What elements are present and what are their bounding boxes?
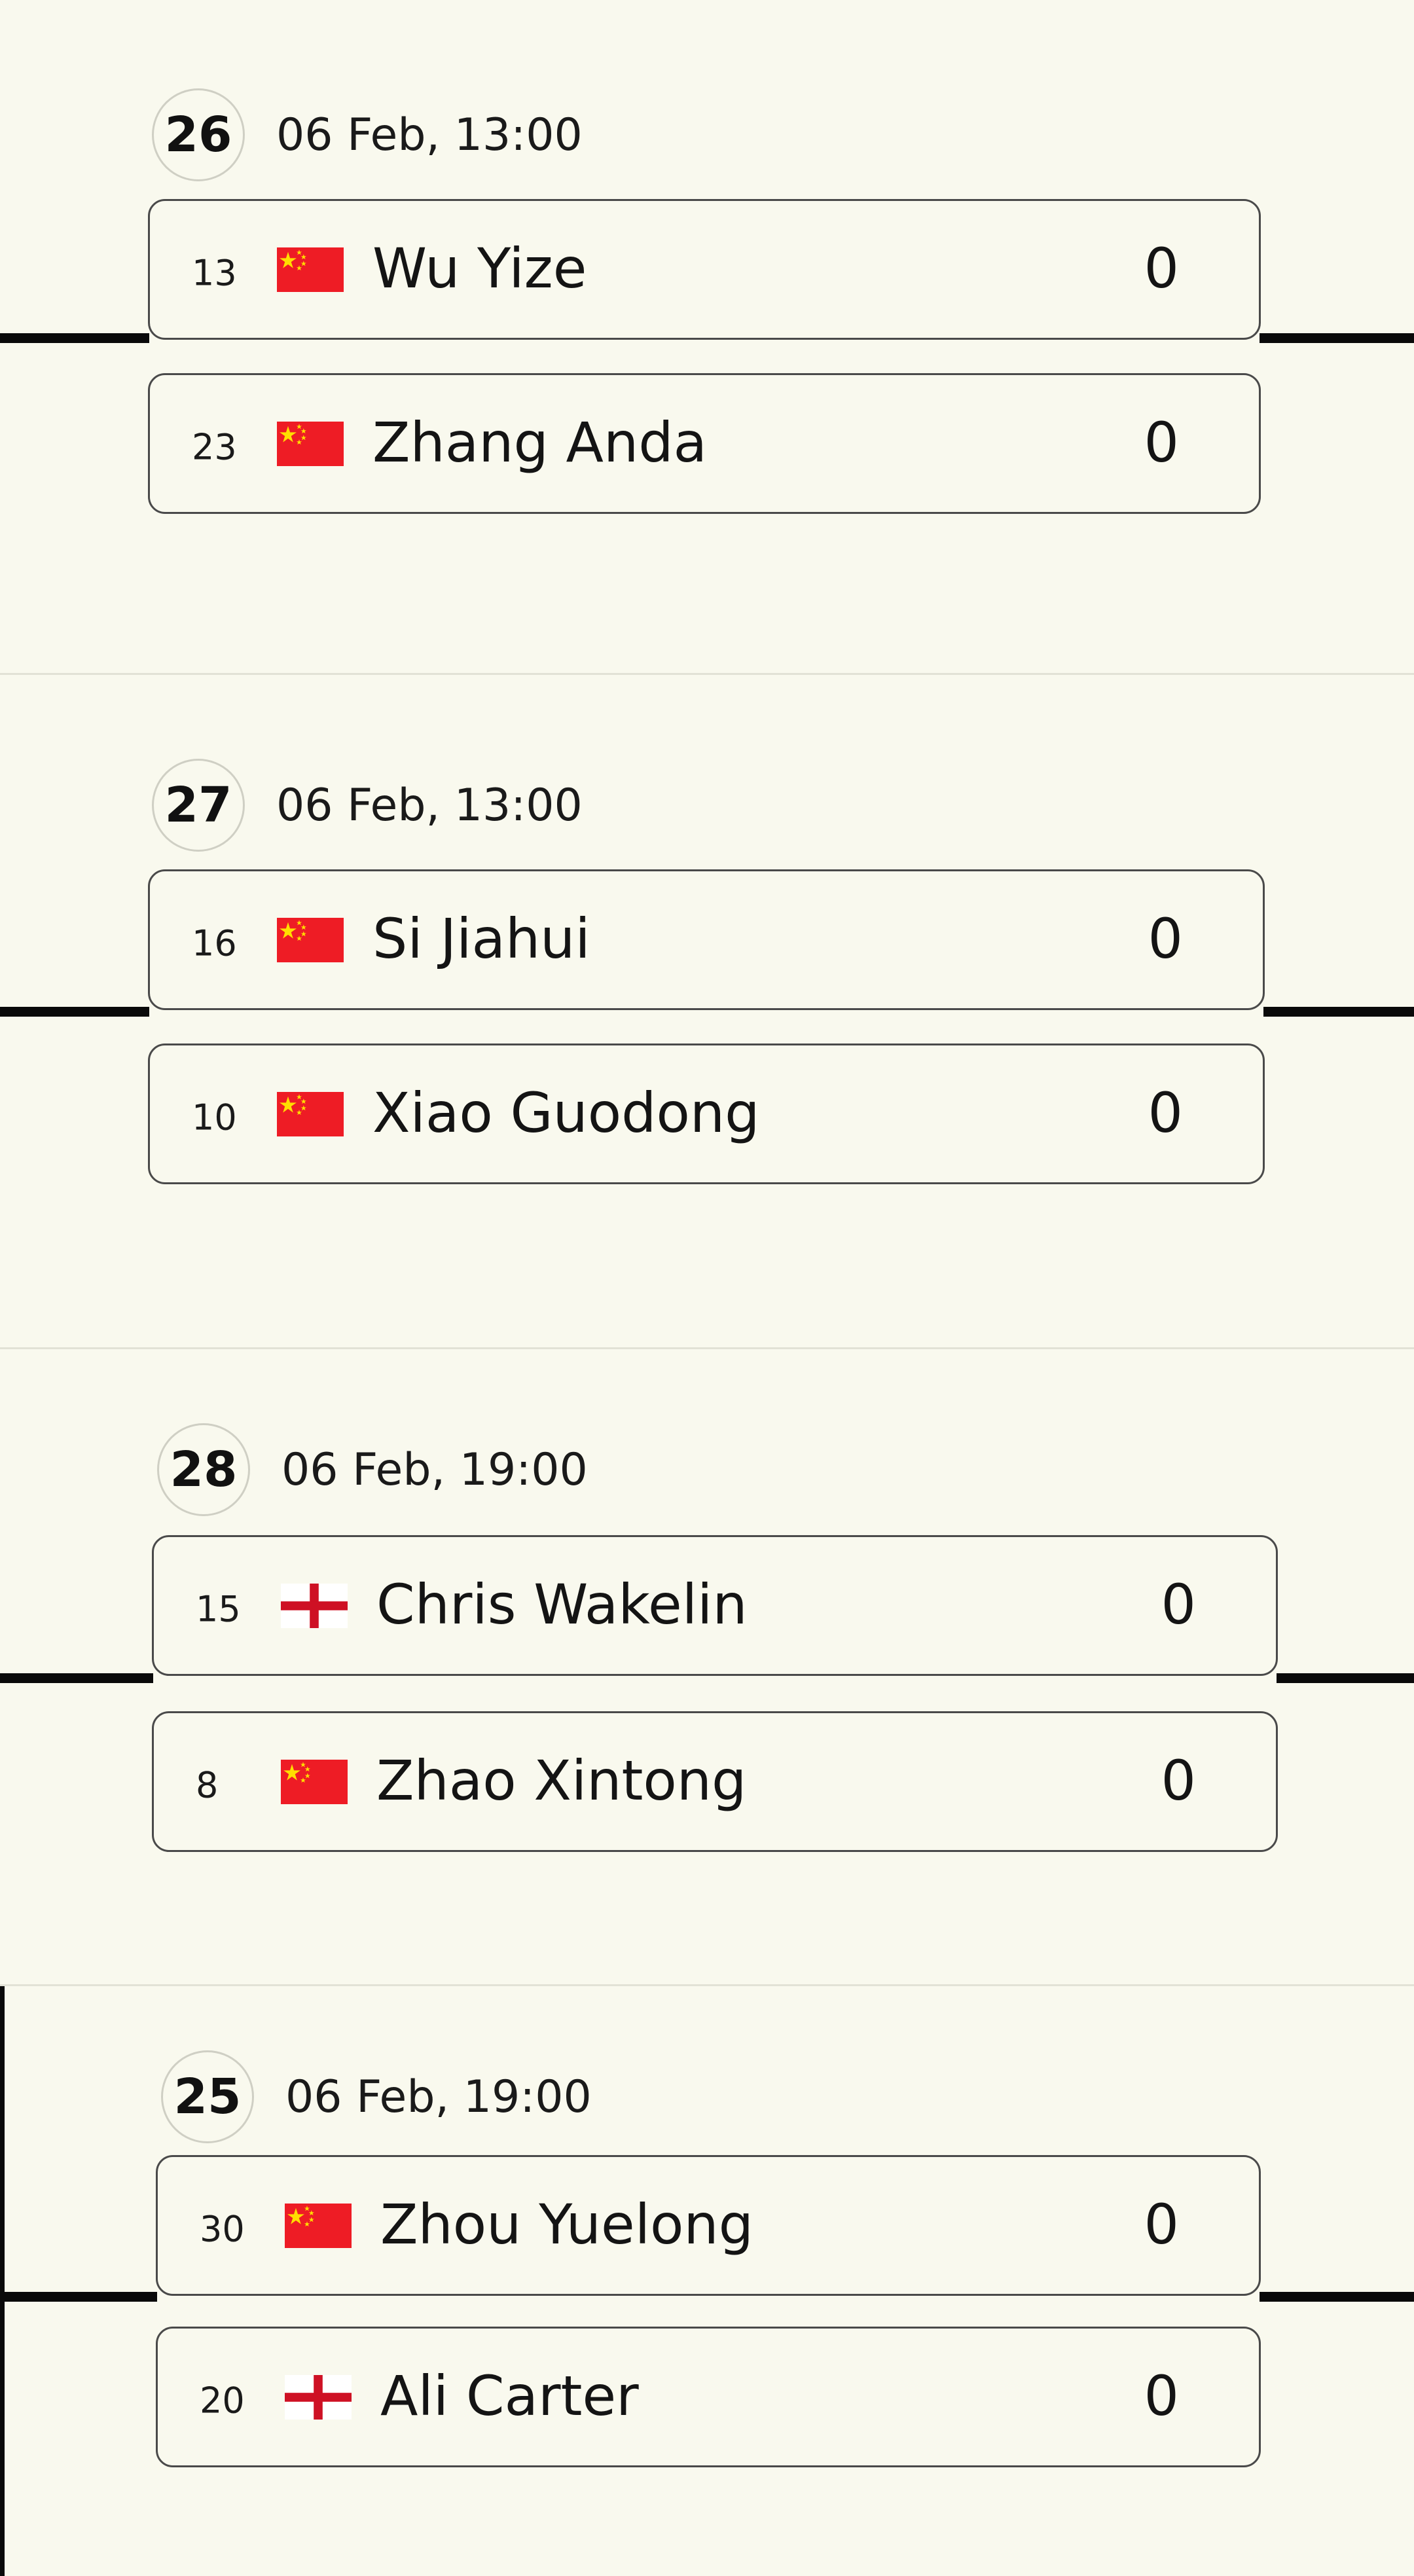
match-header: 25 06 Feb, 19:00 [161, 2050, 592, 2143]
player-row[interactable]: 8 Zhao Xintong 0 [152, 1711, 1278, 1852]
bracket-connector-left [0, 2292, 157, 2302]
china-flag-icon [277, 916, 344, 964]
section-divider [0, 1347, 1414, 1349]
match-section: 27 06 Feb, 13:00 16 Si Jiahui 0 10 Xiao … [0, 675, 1414, 1349]
player-seed: 15 [196, 1588, 241, 1630]
player-row[interactable]: 23 Zhang Anda 0 [148, 373, 1261, 514]
player-score: 0 [1161, 1748, 1196, 1813]
china-flag-icon [277, 420, 344, 467]
player-name: Zhang Anda [372, 410, 708, 475]
england-flag-icon [281, 1582, 348, 1629]
match-section: 25 06 Feb, 19:00 30 Zhou Yuelong 0 20 Al… [0, 1986, 1414, 2576]
england-flag-icon [285, 2374, 352, 2421]
china-flag-icon [277, 246, 344, 293]
bracket-connector-left [0, 333, 149, 343]
player-name: Wu Yize [372, 236, 587, 300]
match-header: 28 06 Feb, 19:00 [157, 1423, 588, 1516]
player-row[interactable]: 15 Chris Wakelin 0 [152, 1535, 1278, 1676]
bracket-connector-left [0, 1007, 149, 1017]
match-datetime: 06 Feb, 19:00 [281, 1443, 588, 1496]
match-datetime: 06 Feb, 19:00 [285, 2071, 592, 2123]
china-flag-icon [285, 2202, 352, 2249]
player-name: Ali Carter [380, 2363, 639, 2428]
match-number-badge: 25 [161, 2050, 254, 2143]
match-number-badge: 27 [152, 759, 245, 852]
player-name: Xiao Guodong [372, 1080, 760, 1145]
section-divider [0, 1984, 1414, 1986]
match-datetime: 06 Feb, 13:00 [276, 779, 583, 831]
match-section: 28 06 Feb, 19:00 15 Chris Wakelin 0 8 Zh… [0, 1349, 1414, 1986]
player-score: 0 [1144, 2192, 1179, 2257]
player-score: 0 [1144, 2363, 1179, 2428]
player-score: 0 [1161, 1572, 1196, 1637]
match-number-badge: 26 [152, 88, 245, 181]
china-flag-icon [277, 1091, 344, 1138]
player-score: 0 [1148, 906, 1183, 971]
player-name: Zhou Yuelong [380, 2192, 753, 2257]
player-seed: 8 [196, 1764, 219, 1806]
china-flag-icon [281, 1758, 348, 1805]
bracket-connector-right [1260, 2292, 1414, 2302]
bracket-connector-right [1263, 1007, 1414, 1017]
player-name: Si Jiahui [372, 906, 590, 971]
player-seed: 20 [200, 2380, 245, 2422]
player-name: Zhao Xintong [376, 1748, 747, 1813]
player-seed: 10 [192, 1097, 237, 1138]
bracket-connector-right [1277, 1673, 1414, 1683]
section-divider [0, 673, 1414, 675]
player-seed: 23 [192, 426, 237, 468]
bracket-connector-left [0, 1673, 153, 1683]
bracket-connector-right [1260, 333, 1414, 343]
match-header: 27 06 Feb, 13:00 [152, 759, 583, 852]
player-score: 0 [1144, 236, 1179, 300]
match-number-badge: 28 [157, 1423, 250, 1516]
player-name: Chris Wakelin [376, 1572, 748, 1637]
player-seed: 13 [192, 252, 237, 294]
player-row[interactable]: 13 Wu Yize 0 [148, 199, 1261, 340]
player-score: 0 [1144, 410, 1179, 475]
match-section: 26 06 Feb, 13:00 13 Wu Yize 0 23 Zhang A… [0, 0, 1414, 674]
match-header: 26 06 Feb, 13:00 [152, 88, 583, 181]
player-seed: 16 [192, 922, 237, 964]
player-row[interactable]: 16 Si Jiahui 0 [148, 869, 1265, 1010]
player-row[interactable]: 30 Zhou Yuelong 0 [156, 2155, 1261, 2296]
player-row[interactable]: 20 Ali Carter 0 [156, 2327, 1261, 2467]
player-score: 0 [1148, 1080, 1183, 1145]
player-row[interactable]: 10 Xiao Guodong 0 [148, 1043, 1265, 1184]
bracket-connector-vertical [0, 1986, 5, 2576]
player-seed: 30 [200, 2208, 245, 2250]
match-datetime: 06 Feb, 13:00 [276, 109, 583, 161]
